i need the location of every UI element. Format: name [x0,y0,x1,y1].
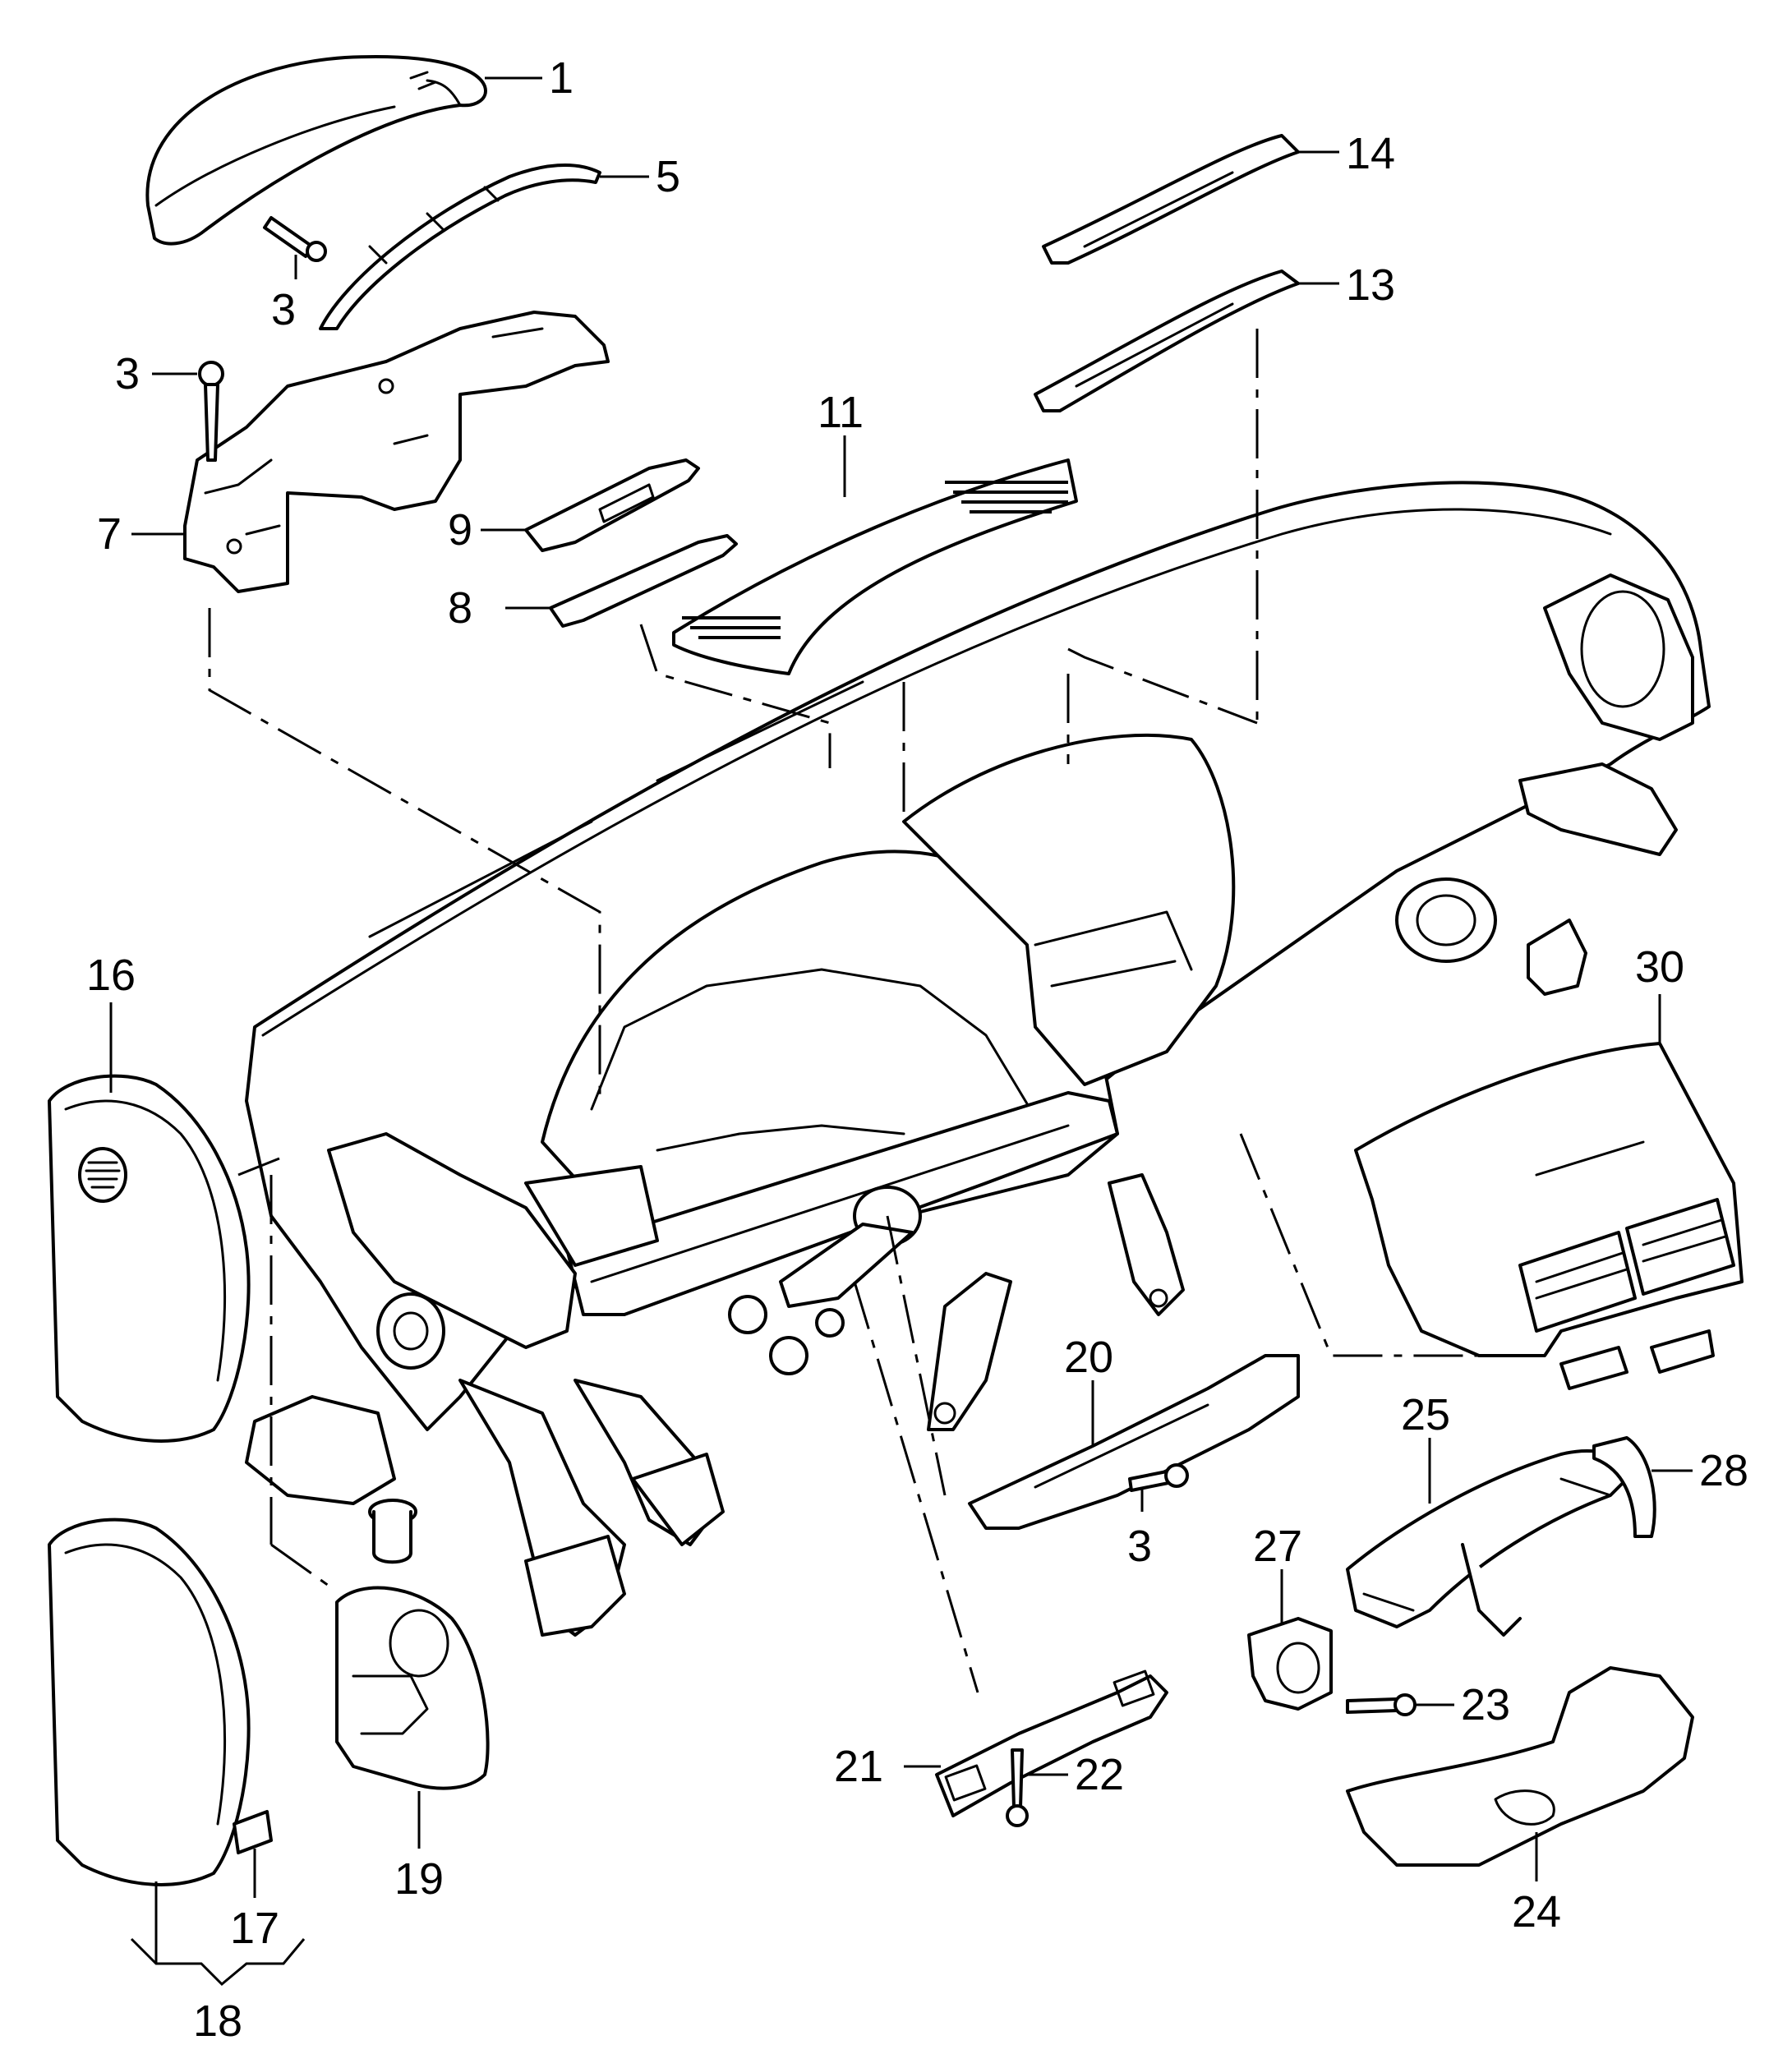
callout-20: 20 [1064,1333,1113,1382]
part-1-cluster-cover[interactable] [145,55,487,246]
callout-3: 3 [1127,1522,1152,1571]
part-9-switch-bezel[interactable] [524,458,700,552]
callout-11: 11 [818,388,864,437]
part-13-vent-strip[interactable] [1034,269,1300,412]
callout-8: 8 [448,583,472,633]
part-3-screw-lower[interactable] [1128,1463,1189,1492]
part-19-trim-panel[interactable] [335,1586,490,1790]
part-3-screw-top[interactable] [263,216,327,262]
part-23-screw[interactable] [1346,1693,1417,1716]
callout-9: 9 [448,505,472,555]
callout-22: 22 [1075,1750,1124,1799]
part-21-bracket[interactable] [935,1669,1168,1817]
leader-lines [109,76,1693,1987]
part-14-vent-strip[interactable] [1042,134,1300,265]
part-20-lower-trim[interactable] [968,1354,1300,1530]
part-24-lower-shroud[interactable] [1346,1666,1694,1867]
callout-labels: 1 5 3 3 7 9 8 11 14 13 16 30 20 3 25 28 … [86,53,1748,2046]
part-22-screw[interactable] [1006,1748,1029,1827]
part-3-screw-mid[interactable] [198,361,224,462]
grille-perforation-pattern [682,481,1068,639]
part-28-clip[interactable] [1592,1436,1656,1538]
callout-16: 16 [86,951,136,1000]
part-17-clip[interactable] [233,1810,273,1854]
part-18-lower-panel[interactable] [48,1517,251,1886]
callout-17: 17 [230,1904,279,1953]
callout-21: 21 [834,1742,883,1791]
callout-23: 23 [1461,1680,1510,1729]
callout-13: 13 [1346,260,1395,310]
main-dashboard-assembly [245,481,1711,1637]
part-16-side-panel[interactable] [48,1074,251,1443]
part-30-center-vent-assembly[interactable] [1354,1042,1744,1390]
part-25-column-shroud[interactable] [1346,1449,1637,1637]
part-27-switch-housing[interactable] [1247,1617,1333,1711]
part-5-trim-strip[interactable] [319,163,601,330]
callout-30: 30 [1635,942,1684,992]
callout-3: 3 [271,285,296,334]
callout-28: 28 [1699,1446,1748,1495]
part-11-speaker-grille[interactable] [672,458,1078,675]
callout-27: 27 [1253,1522,1302,1571]
callout-24: 24 [1512,1887,1561,1937]
part-8-switch-blank[interactable] [549,534,738,628]
callout-7: 7 [97,509,122,559]
callout-5: 5 [656,152,680,201]
callout-3: 3 [115,349,140,398]
assembly-dashed-lines [208,329,1536,1693]
callout-1: 1 [549,53,574,103]
callout-14: 14 [1346,129,1395,178]
callout-18: 18 [193,1996,242,2046]
callout-19: 19 [394,1854,444,1904]
callout-25: 25 [1401,1390,1450,1439]
part-7-left-bracket[interactable] [183,311,610,593]
